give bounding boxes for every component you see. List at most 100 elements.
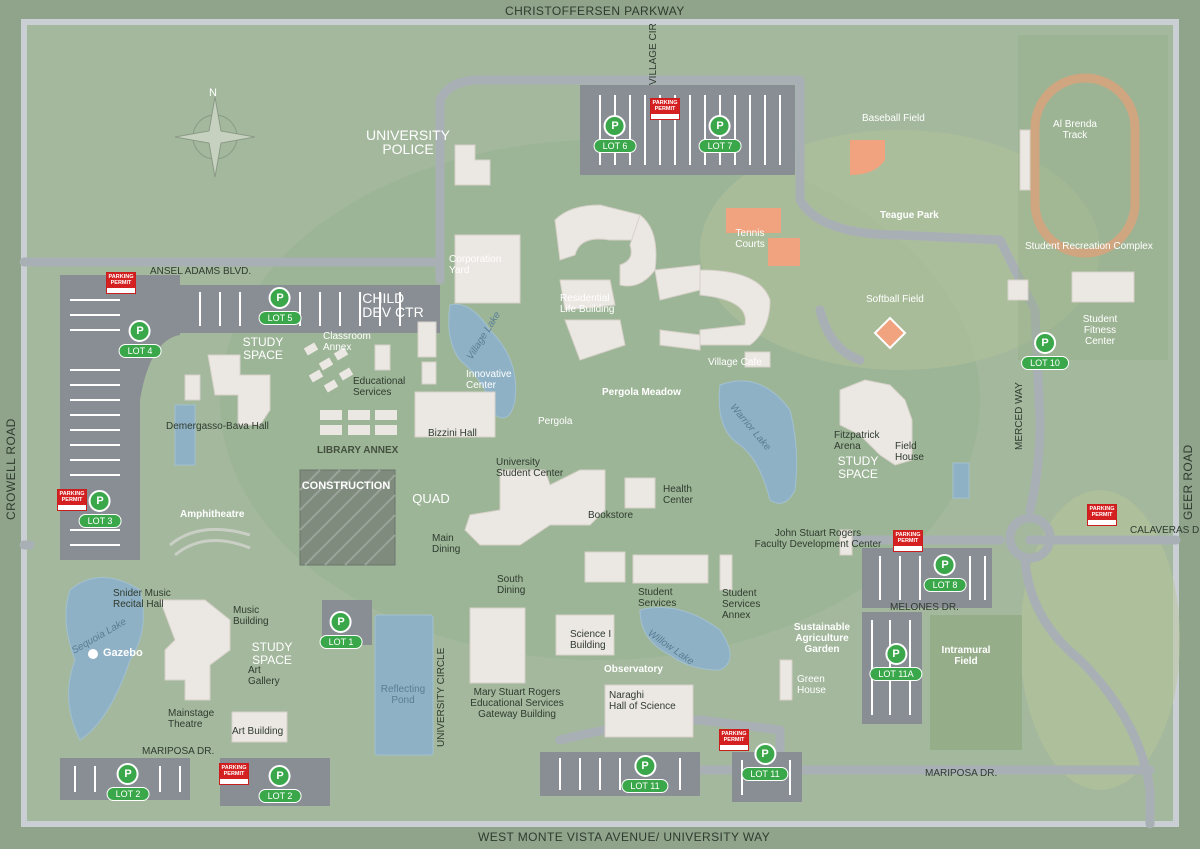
label-student-services[interactable]: Student Services <box>638 587 677 609</box>
label-field-house[interactable]: Field House <box>895 441 924 463</box>
lot-label: LOT 2 <box>106 787 150 801</box>
lot-label: LOT 10 <box>1021 356 1069 370</box>
label-student-services-annex[interactable]: Student Services Annex <box>722 588 761 621</box>
label-pergola-meadow[interactable]: Pergola Meadow <box>602 387 681 398</box>
label-al-brenda-track[interactable]: Al Brenda Track <box>1053 119 1097 141</box>
label-student-recreation-complex[interactable]: Student Recreation Complex <box>1025 241 1153 252</box>
label-mainstage-theatre[interactable]: Mainstage Theatre <box>168 708 215 730</box>
label-corporation-yard[interactable]: Corporation Yard <box>449 254 502 276</box>
label-university-police[interactable]: UNIVERSITY POLICE <box>365 127 451 157</box>
label-health-center[interactable]: Health Center <box>663 484 694 506</box>
parking-icon: P <box>128 320 151 342</box>
parking-lot-7[interactable]: P LOT 7 <box>698 115 742 153</box>
label-study-space-3[interactable]: STUDY SPACE <box>251 640 293 667</box>
label-quad[interactable]: QUAD <box>412 491 450 506</box>
compass-north-label: N <box>209 87 217 99</box>
label-pergola[interactable]: Pergola <box>538 416 573 427</box>
parking-icon: P <box>708 115 731 137</box>
road-melones: MELONES DR. <box>890 602 959 613</box>
road-christoffersen-parkway: CHRISTOFFERSEN PARKWAY <box>505 4 685 18</box>
parking-lot-8[interactable]: P LOT 8 <box>923 554 967 592</box>
label-main-dining[interactable]: Main Dining <box>432 533 461 555</box>
lot-label: LOT 11 <box>741 767 789 781</box>
label-child-dev-ctr[interactable]: CHILD DEV CTR <box>362 290 424 320</box>
parking-icon: P <box>885 643 907 665</box>
label-study-space-1[interactable]: STUDY SPACE <box>242 335 284 362</box>
gazebo-marker-icon <box>88 649 98 659</box>
lot-label: LOT 4 <box>118 344 162 358</box>
label-teague-park[interactable]: Teague Park <box>880 210 939 221</box>
label-music-building[interactable]: Music Building <box>233 605 269 627</box>
road-university-circle: UNIVERSITY CIRCLE <box>436 647 447 747</box>
label-mary-stuart-rogers[interactable]: Mary Stuart Rogers Educational Services … <box>470 687 564 720</box>
lot-label: LOT 3 <box>78 514 122 528</box>
label-science-building[interactable]: Science I Building <box>570 629 612 651</box>
label-amphitheatre[interactable]: Amphitheatre <box>180 509 245 520</box>
parking-lot-11-east[interactable]: P LOT 11 <box>741 743 789 781</box>
label-art-building[interactable]: Art Building <box>232 726 284 737</box>
label-baseball-field[interactable]: Baseball Field <box>862 113 925 124</box>
parking-permit-sign: PARKING PERMIT <box>106 272 136 294</box>
road-village-cir: VILLAGE CIR <box>648 23 659 85</box>
label-john-stuart-rogers[interactable]: John Stuart Rogers Faculty Development C… <box>754 528 882 550</box>
road-west-monte-vista: WEST MONTE VISTA AVENUE/ UNIVERSITY WAY <box>478 830 771 844</box>
parking-lot-3[interactable]: P LOT 3 <box>78 490 122 528</box>
label-innovative-center[interactable]: Innovative Center <box>466 369 512 391</box>
label-library-annex[interactable]: LIBRARY ANNEX <box>317 445 399 456</box>
parking-icon: P <box>933 554 956 576</box>
road-ansel-adams: ANSEL ADAMS BLVD. <box>150 266 252 277</box>
parking-lot-1[interactable]: P LOT 1 <box>319 611 363 649</box>
label-fitzpatrick-arena[interactable]: Fitzpatrick Arena <box>834 430 880 452</box>
label-sustainable-agriculture-garden[interactable]: Sustainable Agriculture Garden <box>793 622 851 655</box>
label-student-fitness-center[interactable]: Student Fitness Center <box>1082 314 1118 347</box>
label-naraghi-hall-of-science[interactable]: Naraghi Hall of Science <box>609 690 676 712</box>
label-green-house[interactable]: Green House <box>797 674 826 696</box>
label-intramural-field[interactable]: Intramural Field <box>941 645 991 667</box>
label-observatory[interactable]: Observatory <box>604 664 663 675</box>
lot-label: LOT 1 <box>319 635 363 649</box>
label-softball-field[interactable]: Softball Field <box>866 294 924 305</box>
parking-icon: P <box>88 490 111 512</box>
parking-permit-sign: PARKING PERMIT <box>219 763 249 785</box>
label-residential-life[interactable]: Residential Life Building <box>560 293 615 315</box>
label-snider-music-recital-hall[interactable]: Snider Music Recital Hall <box>113 588 171 610</box>
label-tennis-courts[interactable]: Tennis Courts <box>735 228 765 250</box>
parking-permit-sign: PARKING PERMIT <box>57 489 87 511</box>
label-demergasso-bava-hall[interactable]: Demergasso-Bava Hall <box>166 421 269 432</box>
label-south-dining[interactable]: South Dining <box>497 574 526 596</box>
parking-lot-10[interactable]: P LOT 10 <box>1021 332 1069 370</box>
lot-label: LOT 7 <box>698 139 742 153</box>
label-art-gallery[interactable]: Art Gallery <box>248 665 280 687</box>
road-geer: GEER ROAD <box>1181 444 1195 520</box>
parking-icon: P <box>1033 332 1056 354</box>
lot-label: LOT 11A <box>869 667 923 681</box>
label-university-student-center[interactable]: University Student Center <box>496 457 564 479</box>
parking-icon: P <box>754 743 776 765</box>
label-gazebo[interactable]: Gazebo <box>103 647 143 659</box>
label-educational-services[interactable]: Educational Services <box>353 376 406 398</box>
lot-label: LOT 8 <box>923 578 967 592</box>
parking-permit-sign: PARKING PERMIT <box>893 530 923 552</box>
parking-icon: P <box>634 755 656 777</box>
parking-icon: P <box>603 115 626 137</box>
road-merced-way: MERCED WAY <box>1014 382 1025 450</box>
label-classroom-annex[interactable]: Classroom Annex <box>323 331 371 353</box>
road-crowell: CROWELL ROAD <box>4 418 18 520</box>
parking-icon: P <box>268 287 291 309</box>
label-village-cafe[interactable]: Village Cafe <box>708 357 762 368</box>
parking-permit-sign: PARKING PERMIT <box>719 729 749 751</box>
label-reflecting-pond: Reflecting Pond <box>380 684 426 706</box>
label-study-space-2[interactable]: STUDY SPACE <box>837 454 879 481</box>
road-mariposa-east: MARIPOSA DR. <box>925 768 998 779</box>
label-bizzini-hall[interactable]: Bizzini Hall <box>428 428 477 439</box>
parking-lot-11a[interactable]: P LOT 11A <box>869 643 923 681</box>
label-bookstore[interactable]: Bookstore <box>588 510 634 521</box>
parking-icon: P <box>329 611 352 633</box>
parking-lot-4[interactable]: P LOT 4 <box>118 320 162 358</box>
